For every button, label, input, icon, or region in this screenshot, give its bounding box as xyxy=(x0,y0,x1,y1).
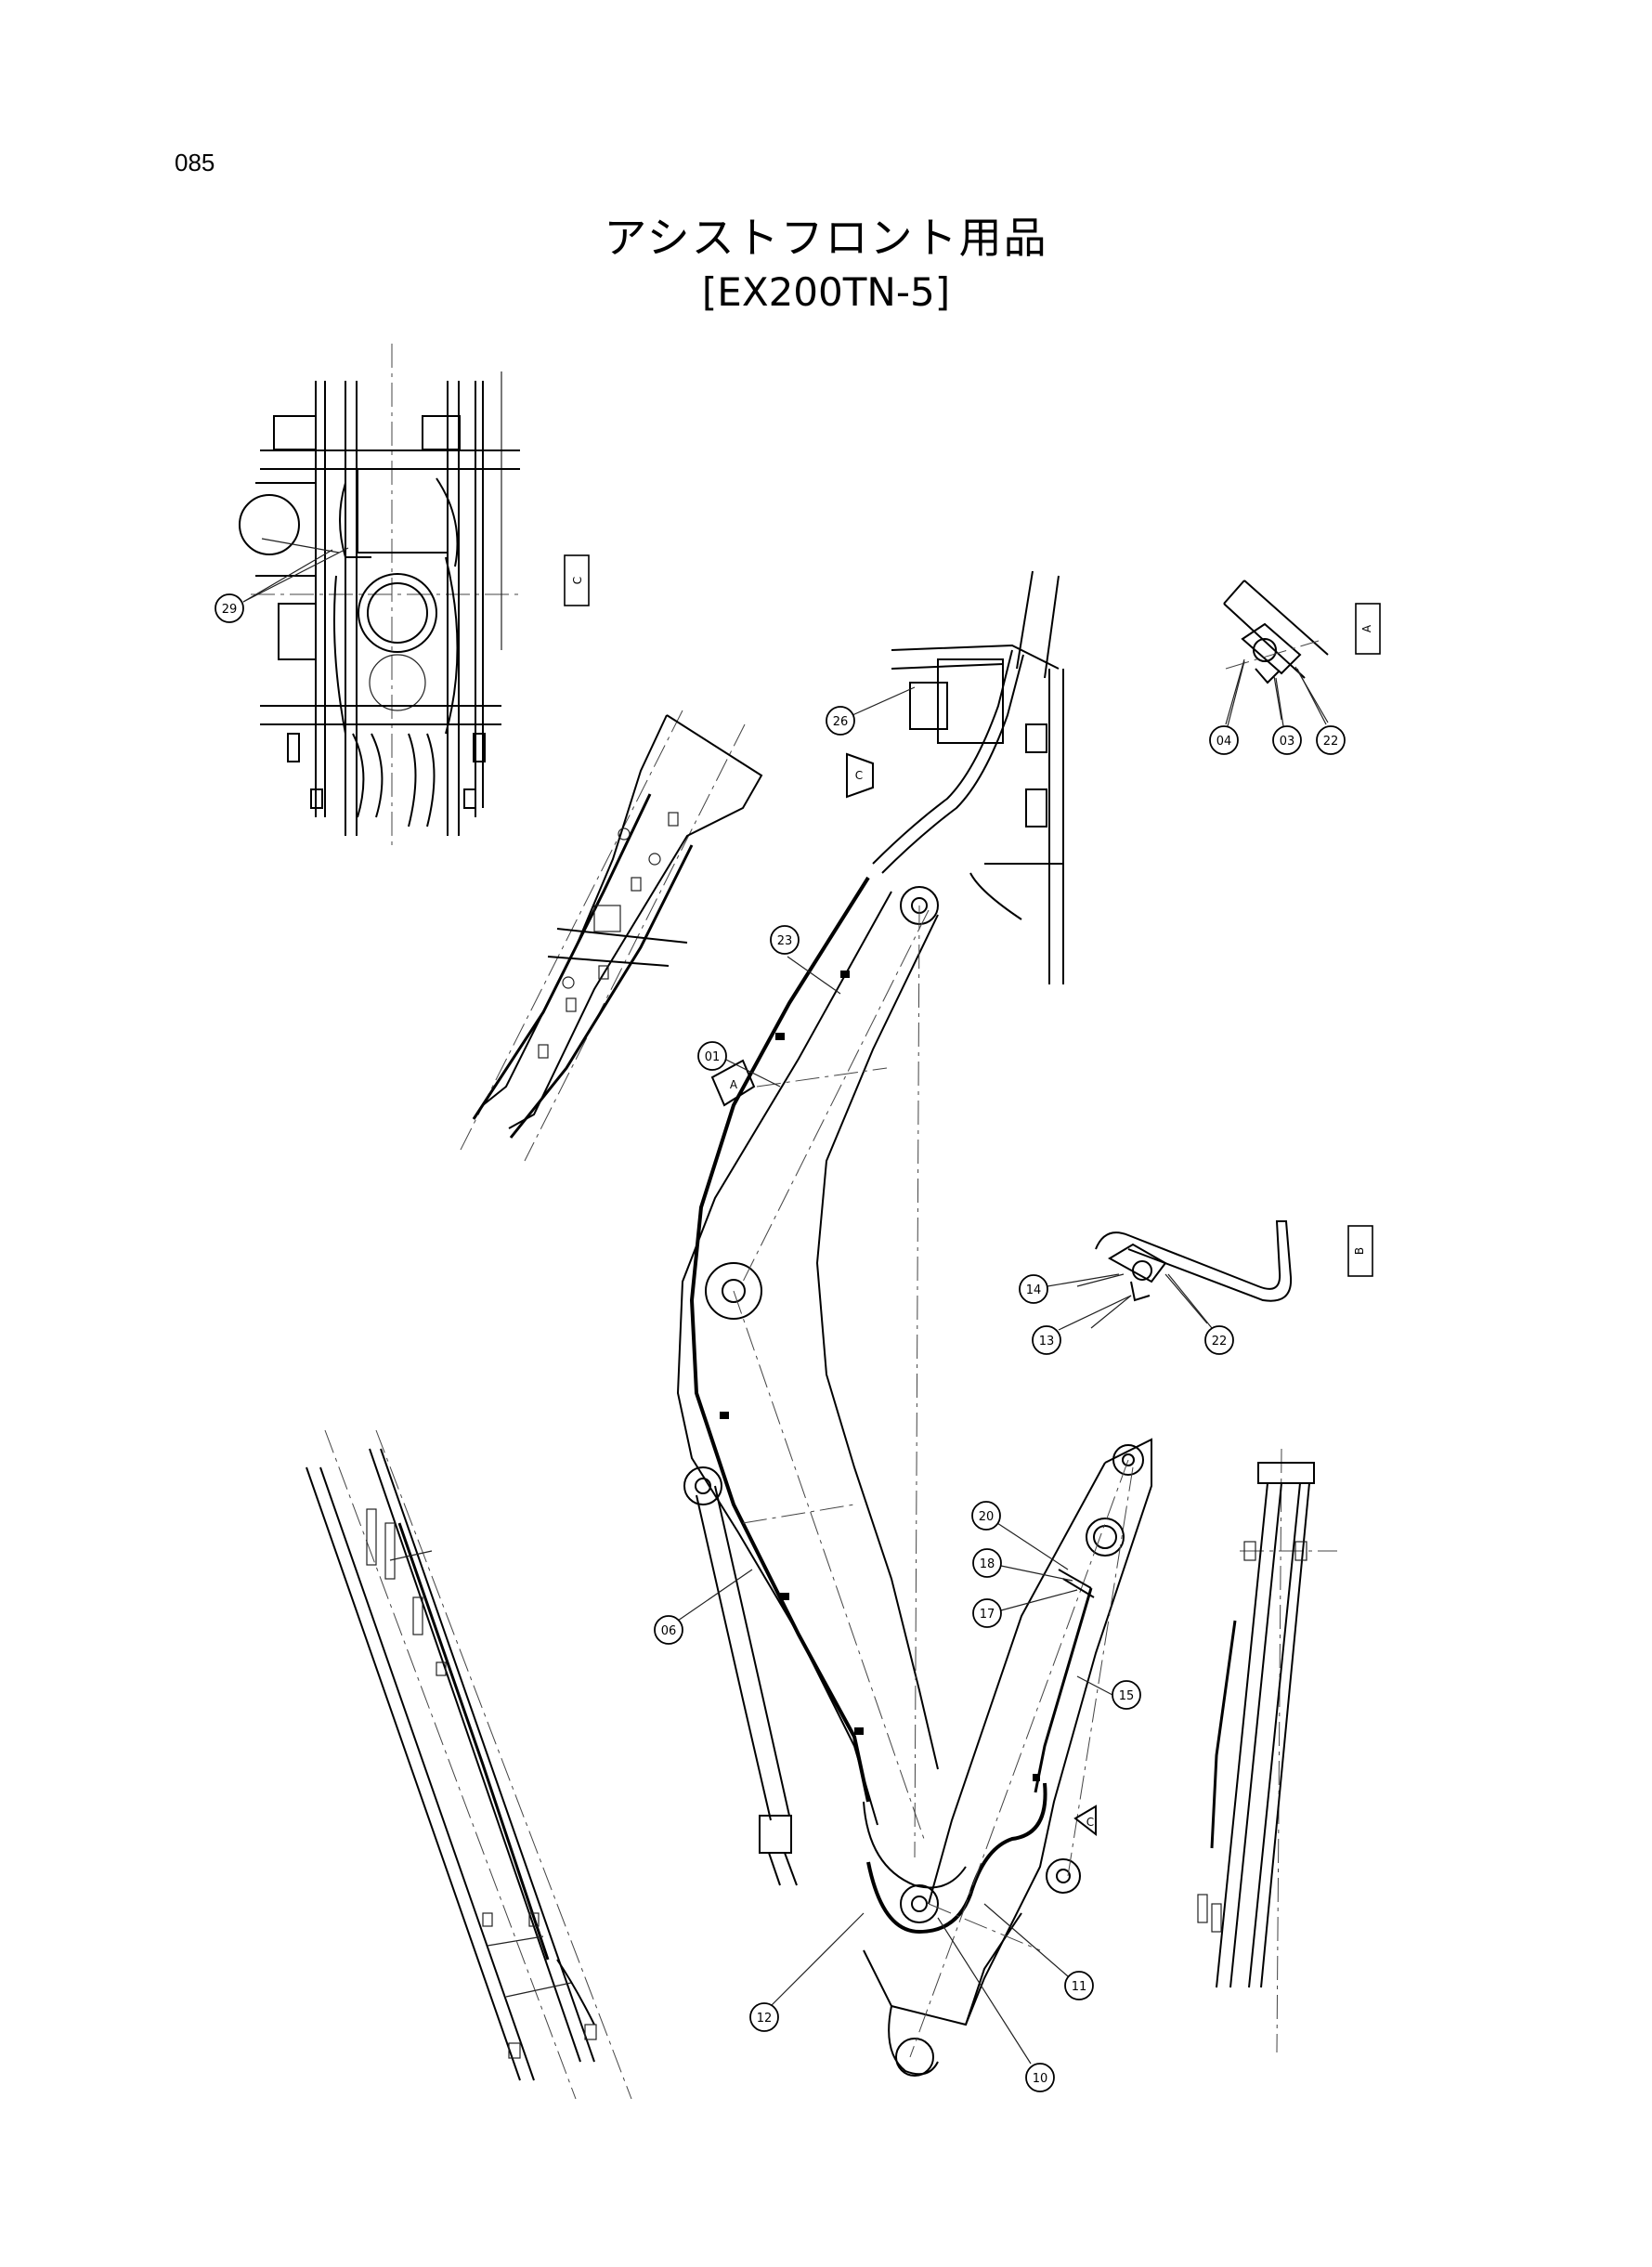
callout-12: 12 xyxy=(749,1912,865,2032)
view-arrow-c-upper: C xyxy=(846,752,874,799)
svg-text:C: C xyxy=(855,769,863,782)
view-c-detail xyxy=(239,344,520,845)
svg-text:03: 03 xyxy=(1280,735,1295,749)
svg-text:C: C xyxy=(571,577,584,584)
section-b-detail xyxy=(1076,1220,1293,1329)
view-arrow-a: A xyxy=(710,1059,756,1107)
svg-text:26: 26 xyxy=(833,715,849,729)
callout-03: 03 xyxy=(1272,677,1302,755)
svg-text:01: 01 xyxy=(705,1050,721,1064)
callout-20: 20 xyxy=(971,1501,1069,1570)
view-label-c: C xyxy=(564,554,590,606)
svg-text:B: B xyxy=(1353,1247,1366,1255)
callout-10: 10 xyxy=(937,1917,1055,2092)
callout-23: 23 xyxy=(770,925,841,995)
svg-text:13: 13 xyxy=(1039,1335,1055,1348)
callout-15: 15 xyxy=(1076,1675,1141,1710)
callout-04: 04 xyxy=(1209,660,1245,755)
page-number: 085 xyxy=(175,149,215,176)
svg-text:10: 10 xyxy=(1033,2072,1048,2086)
section-label-b: B xyxy=(1347,1225,1373,1277)
callout-22-section-b: 22 xyxy=(1167,1273,1234,1355)
main-boom xyxy=(676,570,1064,1935)
svg-text:A: A xyxy=(1360,624,1373,632)
svg-text:11: 11 xyxy=(1072,1980,1087,1994)
callout-06: 06 xyxy=(654,1569,753,1645)
callout-18: 18 xyxy=(972,1548,1073,1582)
section-label-a: A xyxy=(1355,603,1381,655)
svg-text:18: 18 xyxy=(980,1557,995,1571)
callout-13: 13 xyxy=(1032,1295,1132,1355)
arm xyxy=(863,1438,1152,2077)
view-arrow-c-lower: C xyxy=(1073,1804,1097,1837)
callout-14: 14 xyxy=(1019,1273,1120,1304)
callout-11: 11 xyxy=(983,1903,1094,2000)
svg-text:06: 06 xyxy=(661,1624,677,1638)
svg-text:29: 29 xyxy=(222,603,238,617)
svg-text:17: 17 xyxy=(980,1608,995,1622)
arm-side-detail xyxy=(459,710,763,1162)
section-a-detail xyxy=(1223,580,1329,725)
svg-text:C: C xyxy=(1086,1816,1094,1829)
svg-text:12: 12 xyxy=(757,2012,773,2026)
svg-text:14: 14 xyxy=(1026,1283,1042,1297)
svg-text:22: 22 xyxy=(1323,735,1339,749)
model-subtitle: [EX200TN-5] xyxy=(701,269,951,315)
svg-text:23: 23 xyxy=(777,934,793,948)
callout-29: 29 xyxy=(215,549,333,623)
callout-22-section-a: 22 xyxy=(1296,668,1346,755)
callout-01: 01 xyxy=(697,1041,781,1088)
callout-26: 26 xyxy=(826,686,916,736)
page-title: アシストフロント用品 xyxy=(604,213,1048,263)
arm-side-detail-right xyxy=(1197,1448,1337,2053)
svg-text:20: 20 xyxy=(979,1510,995,1524)
boom-side-detail xyxy=(306,1429,632,2100)
svg-text:A: A xyxy=(730,1078,738,1091)
svg-text:22: 22 xyxy=(1212,1335,1228,1348)
svg-text:15: 15 xyxy=(1119,1689,1135,1703)
svg-text:04: 04 xyxy=(1216,735,1232,749)
callout-17: 17 xyxy=(972,1589,1078,1628)
